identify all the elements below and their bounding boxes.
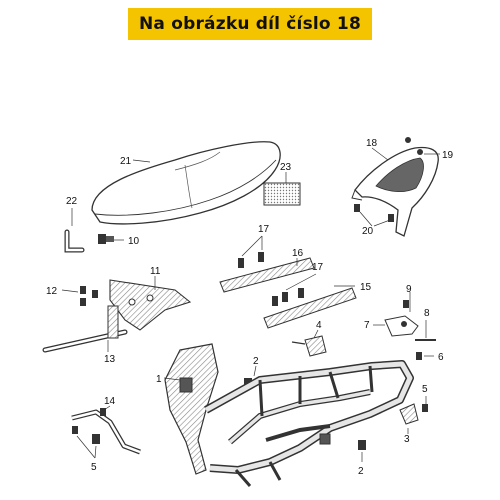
screw-10-part bbox=[98, 234, 124, 244]
bolt-5a-part bbox=[422, 396, 428, 412]
callout-21: 21 bbox=[120, 156, 132, 167]
bolt-8-part bbox=[415, 320, 436, 341]
bolt-5b-part bbox=[72, 426, 100, 459]
rail-15-part bbox=[263, 287, 357, 329]
bracket-3-part bbox=[399, 403, 419, 425]
screw-19-part bbox=[405, 137, 440, 155]
callout-9: 9 bbox=[406, 284, 412, 295]
callout-14: 14 bbox=[104, 396, 116, 407]
screw-20-part bbox=[354, 204, 394, 227]
banner-text: Na obrázku díl číslo 18 bbox=[139, 14, 361, 34]
callout-17-lower: 17 bbox=[312, 262, 324, 273]
screw-9-part bbox=[403, 292, 411, 312]
screw-17a-part bbox=[238, 235, 264, 268]
callout-5-left: 5 bbox=[91, 462, 97, 473]
callout-15: 15 bbox=[360, 282, 372, 293]
hook-part bbox=[64, 229, 85, 253]
part-number-banner: Na obrázku díl číslo 18 bbox=[128, 8, 372, 40]
bolt-12-part bbox=[61, 286, 98, 306]
callout-5-right: 5 bbox=[422, 384, 428, 395]
callout-1: 1 bbox=[156, 374, 162, 385]
screw-17b-part bbox=[272, 273, 317, 306]
callout-18: 18 bbox=[366, 138, 378, 149]
rod-13-part bbox=[42, 305, 128, 353]
callout-2-upper: 2 bbox=[253, 356, 259, 367]
main-frame-part bbox=[164, 343, 414, 487]
callout-10: 10 bbox=[128, 236, 140, 247]
callout-13: 13 bbox=[104, 354, 116, 365]
callout-16: 16 bbox=[292, 248, 304, 259]
callout-3: 3 bbox=[404, 434, 410, 445]
callout-12: 12 bbox=[46, 286, 58, 297]
strap-14-part bbox=[71, 408, 141, 455]
clip-4-part bbox=[291, 335, 327, 357]
callout-17-upper: 17 bbox=[258, 224, 270, 235]
callout-20: 20 bbox=[362, 226, 374, 237]
callout-2-lower: 2 bbox=[358, 466, 364, 477]
sticker-part bbox=[263, 182, 301, 206]
bracket-11-part bbox=[109, 279, 192, 331]
bracket-7-part bbox=[384, 315, 419, 337]
bolt-2b-part bbox=[358, 440, 366, 462]
seat-part bbox=[91, 141, 281, 225]
callout-22: 22 bbox=[66, 196, 78, 207]
callout-6: 6 bbox=[438, 352, 444, 363]
callout-19: 19 bbox=[442, 150, 454, 161]
clip-6-part bbox=[416, 352, 434, 360]
rail-16-part bbox=[219, 257, 315, 293]
rear-grab-handle-part bbox=[351, 146, 439, 237]
callout-8: 8 bbox=[424, 308, 430, 319]
callout-11: 11 bbox=[150, 266, 161, 277]
callout-23: 23 bbox=[280, 162, 292, 173]
callout-7: 7 bbox=[364, 320, 370, 331]
callout-4: 4 bbox=[316, 320, 322, 331]
